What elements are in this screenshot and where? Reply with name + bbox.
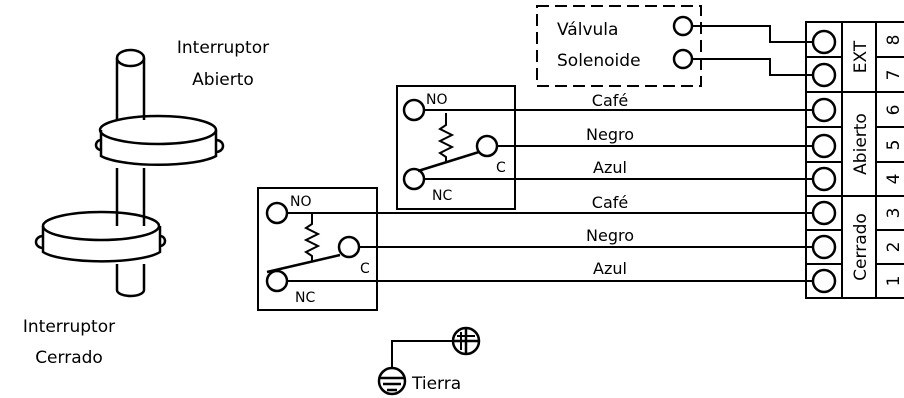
open-switch-c-contact bbox=[475, 134, 499, 158]
open-switch-nc-contact bbox=[402, 167, 426, 191]
wire-label-lower-2: Negro bbox=[586, 226, 634, 245]
limit-switch-illustration bbox=[34, 48, 225, 298]
valve-terminal-2 bbox=[672, 48, 694, 70]
terminal-screw-3 bbox=[811, 200, 837, 226]
terminal-screw-1 bbox=[811, 268, 837, 294]
ground-icon bbox=[377, 366, 407, 396]
terminal-screw-4 bbox=[811, 166, 837, 192]
wire-label-lower-1: Café bbox=[592, 193, 628, 212]
open-switch-label-line2: Abierto bbox=[192, 70, 254, 90]
closed-switch-label-line1: Interruptor bbox=[23, 317, 115, 337]
terminal-number-1: 1 bbox=[884, 276, 904, 287]
closed-switch-box bbox=[257, 187, 378, 311]
terminal-number-7: 7 bbox=[884, 70, 904, 81]
valve-label-line1: Válvula bbox=[557, 20, 618, 40]
terminal-number-2: 2 bbox=[884, 242, 904, 253]
wire-label-lower-3: Azul bbox=[593, 259, 627, 278]
wire-label-upper-2: Negro bbox=[586, 125, 634, 144]
wire-label-upper-3: Azul bbox=[593, 158, 627, 177]
closed-switch-c-contact bbox=[337, 235, 361, 259]
open-switch-nc-label: NC bbox=[432, 188, 452, 204]
wire-label-upper-1: Café bbox=[592, 91, 628, 110]
terminal-number-6: 6 bbox=[884, 105, 904, 116]
open-switch-no-contact bbox=[402, 98, 426, 122]
open-switch-c-label: C bbox=[496, 160, 506, 176]
closed-switch-nc-label: NC bbox=[295, 290, 315, 306]
terminal-block bbox=[805, 21, 904, 299]
closed-switch-no-contact bbox=[265, 201, 289, 225]
terminal-screw-6 bbox=[811, 97, 837, 123]
ground-terminal-icon bbox=[451, 326, 481, 356]
terminal-screw-2 bbox=[811, 234, 837, 260]
open-switch-label-line1: Interruptor bbox=[177, 38, 269, 58]
terminal-screw-7 bbox=[811, 62, 837, 88]
terminal-number-5: 5 bbox=[884, 140, 904, 151]
terminal-group-abierto: Abierto bbox=[851, 113, 871, 175]
open-switch-box bbox=[396, 85, 516, 210]
terminal-group-cerrado: Cerrado bbox=[851, 213, 871, 281]
terminal-group-ext: EXT bbox=[851, 40, 871, 73]
ground-label: Tierra bbox=[411, 374, 461, 394]
closed-switch-nc-contact bbox=[265, 269, 289, 293]
terminal-number-4: 4 bbox=[884, 174, 904, 185]
closed-switch-label-line2: Cerrado bbox=[35, 348, 103, 368]
terminal-screw-8 bbox=[811, 29, 837, 55]
terminal-screw-5 bbox=[811, 133, 837, 159]
open-switch-no-label: NO bbox=[426, 92, 448, 108]
terminal-number-3: 3 bbox=[884, 208, 904, 219]
terminal-number-8: 8 bbox=[884, 35, 904, 46]
valve-terminal-1 bbox=[672, 15, 694, 37]
valve-label-line2: Solenoide bbox=[557, 51, 641, 71]
closed-switch-no-label: NO bbox=[290, 194, 312, 210]
closed-switch-c-label: C bbox=[360, 261, 370, 277]
solenoid-valve-box bbox=[536, 5, 702, 87]
